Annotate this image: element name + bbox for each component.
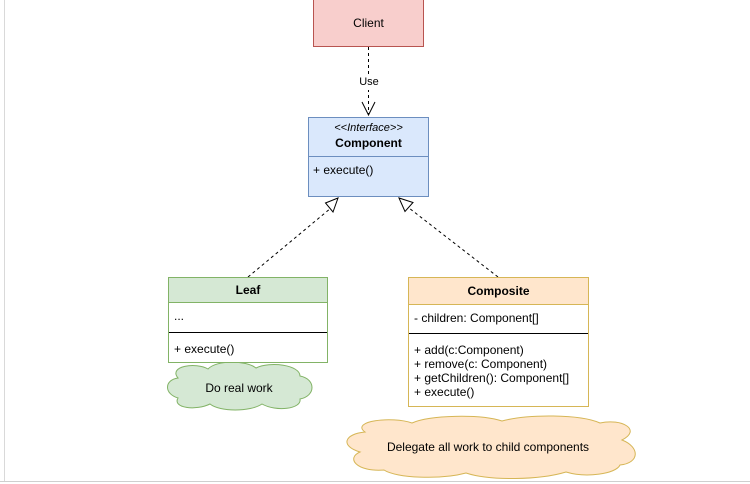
canvas-left-border [4, 0, 5, 481]
leaf-name: Leaf [235, 283, 261, 297]
leaf-operation: + execute() [174, 342, 235, 356]
component-interface-box[interactable]: <<Interface>> Component + execute() [308, 117, 429, 197]
component-stereotype: <<Interface>> [334, 122, 403, 134]
composite-operation-execute: + execute() [414, 385, 475, 399]
composite-note-cloud[interactable] [346, 415, 636, 480]
composite-operation-add: + add(c:Component) [414, 343, 524, 357]
component-header: <<Interface>> Component [309, 118, 428, 157]
leaf-note-cloud[interactable] [167, 361, 313, 411]
leaf-attributes: ... [169, 303, 327, 333]
use-dependency-arrowhead [361, 101, 376, 117]
client-label: Client [353, 16, 384, 30]
component-operations: + execute() [309, 157, 428, 183]
leaf-header: Leaf [169, 278, 327, 303]
composite-name: Composite [467, 284, 530, 298]
composite-note-text: Delegate all work to child components [386, 440, 590, 454]
composite-realization-line[interactable] [408, 207, 499, 278]
client-box[interactable]: Client [313, 0, 424, 47]
composite-realization-arrowhead [398, 197, 414, 213]
composite-operations: + add(c:Component) + remove(c: Component… [409, 334, 588, 399]
composite-operation-get-children: + getChildren(): Component[] [414, 371, 570, 385]
use-label: Use [356, 74, 382, 90]
component-operation: + execute() [313, 163, 374, 177]
leaf-attribute: ... [174, 309, 185, 323]
composite-attributes: - children: Component[] [409, 305, 588, 334]
leaf-note-text: Do real work [205, 381, 273, 395]
leaf-realization-line[interactable] [247, 207, 332, 278]
composite-class-box[interactable]: Composite - children: Component[] + add(… [408, 277, 589, 407]
canvas-bottom-border [0, 481, 750, 482]
leaf-realization-arrowhead [324, 197, 339, 213]
composite-header: Composite [409, 278, 588, 305]
leaf-operations: + execute() [169, 333, 327, 356]
composite-operation-remove: + remove(c: Component) [414, 357, 548, 371]
leaf-class-box[interactable]: Leaf ... + execute() [168, 277, 328, 363]
component-name: Component [335, 136, 402, 150]
composite-attribute: - children: Component[] [414, 311, 539, 325]
